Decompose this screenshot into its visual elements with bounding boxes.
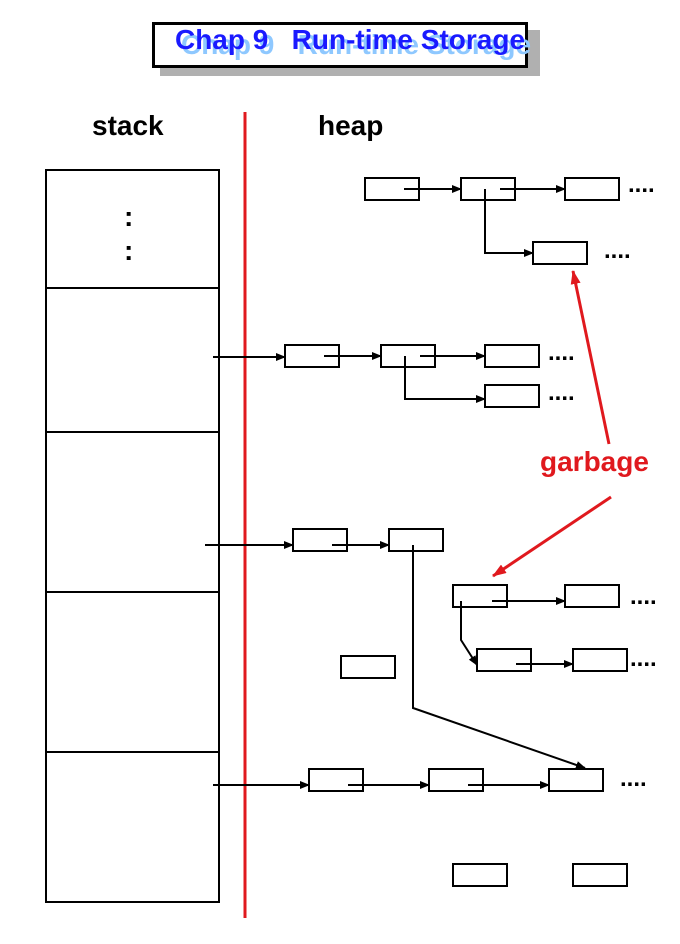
ellipsis: .... bbox=[628, 171, 655, 198]
heap-node bbox=[572, 648, 628, 672]
garbage-arrow-up bbox=[570, 270, 611, 445]
heap-garbage-cluster: .... .... bbox=[452, 583, 657, 672]
pointer-arrow bbox=[404, 356, 486, 403]
heap-node bbox=[476, 648, 532, 672]
pointer-arrow bbox=[412, 545, 586, 769]
heap-node bbox=[548, 768, 604, 792]
garbage-arrow-down bbox=[492, 495, 612, 578]
heap-group-global: .... bbox=[213, 765, 647, 792]
stack-column: : : bbox=[45, 169, 220, 903]
stack-dots: : bbox=[124, 235, 133, 266]
heap-group-3 bbox=[205, 528, 586, 769]
heap-node bbox=[564, 177, 620, 201]
heap-node bbox=[484, 344, 540, 368]
ellipsis: .... bbox=[630, 583, 657, 610]
heap-group-1: .... .... bbox=[364, 171, 655, 265]
pointer-arrow bbox=[460, 601, 478, 666]
heap-node bbox=[388, 528, 444, 552]
heap-node bbox=[292, 528, 348, 552]
ellipsis: .... bbox=[604, 237, 631, 264]
ellipsis: .... bbox=[630, 645, 657, 672]
title-glow: Chap 9 Run-time Storage bbox=[180, 29, 532, 60]
heap-node bbox=[564, 584, 620, 608]
heap-node bbox=[340, 655, 396, 679]
stack-outline bbox=[45, 169, 220, 903]
heap-node bbox=[532, 241, 588, 265]
heap-label: heap bbox=[318, 110, 384, 141]
title-box bbox=[152, 22, 528, 68]
heap-node bbox=[572, 863, 628, 887]
heap-node bbox=[428, 768, 484, 792]
ellipsis: .... bbox=[548, 379, 575, 406]
ellipsis: .... bbox=[548, 339, 575, 366]
heap-group-2: .... .... bbox=[213, 339, 575, 408]
garbage-label: garbage bbox=[540, 446, 649, 477]
heap-node bbox=[452, 863, 508, 887]
ellipsis: .... bbox=[620, 765, 647, 792]
heap-node bbox=[308, 768, 364, 792]
stack-dots: : bbox=[124, 201, 133, 232]
page-title: Chap 9 Run-time Storage bbox=[174, 24, 526, 55]
pointer-arrow bbox=[484, 189, 534, 257]
stack-label: stack bbox=[92, 110, 164, 141]
heap-node bbox=[484, 384, 540, 408]
